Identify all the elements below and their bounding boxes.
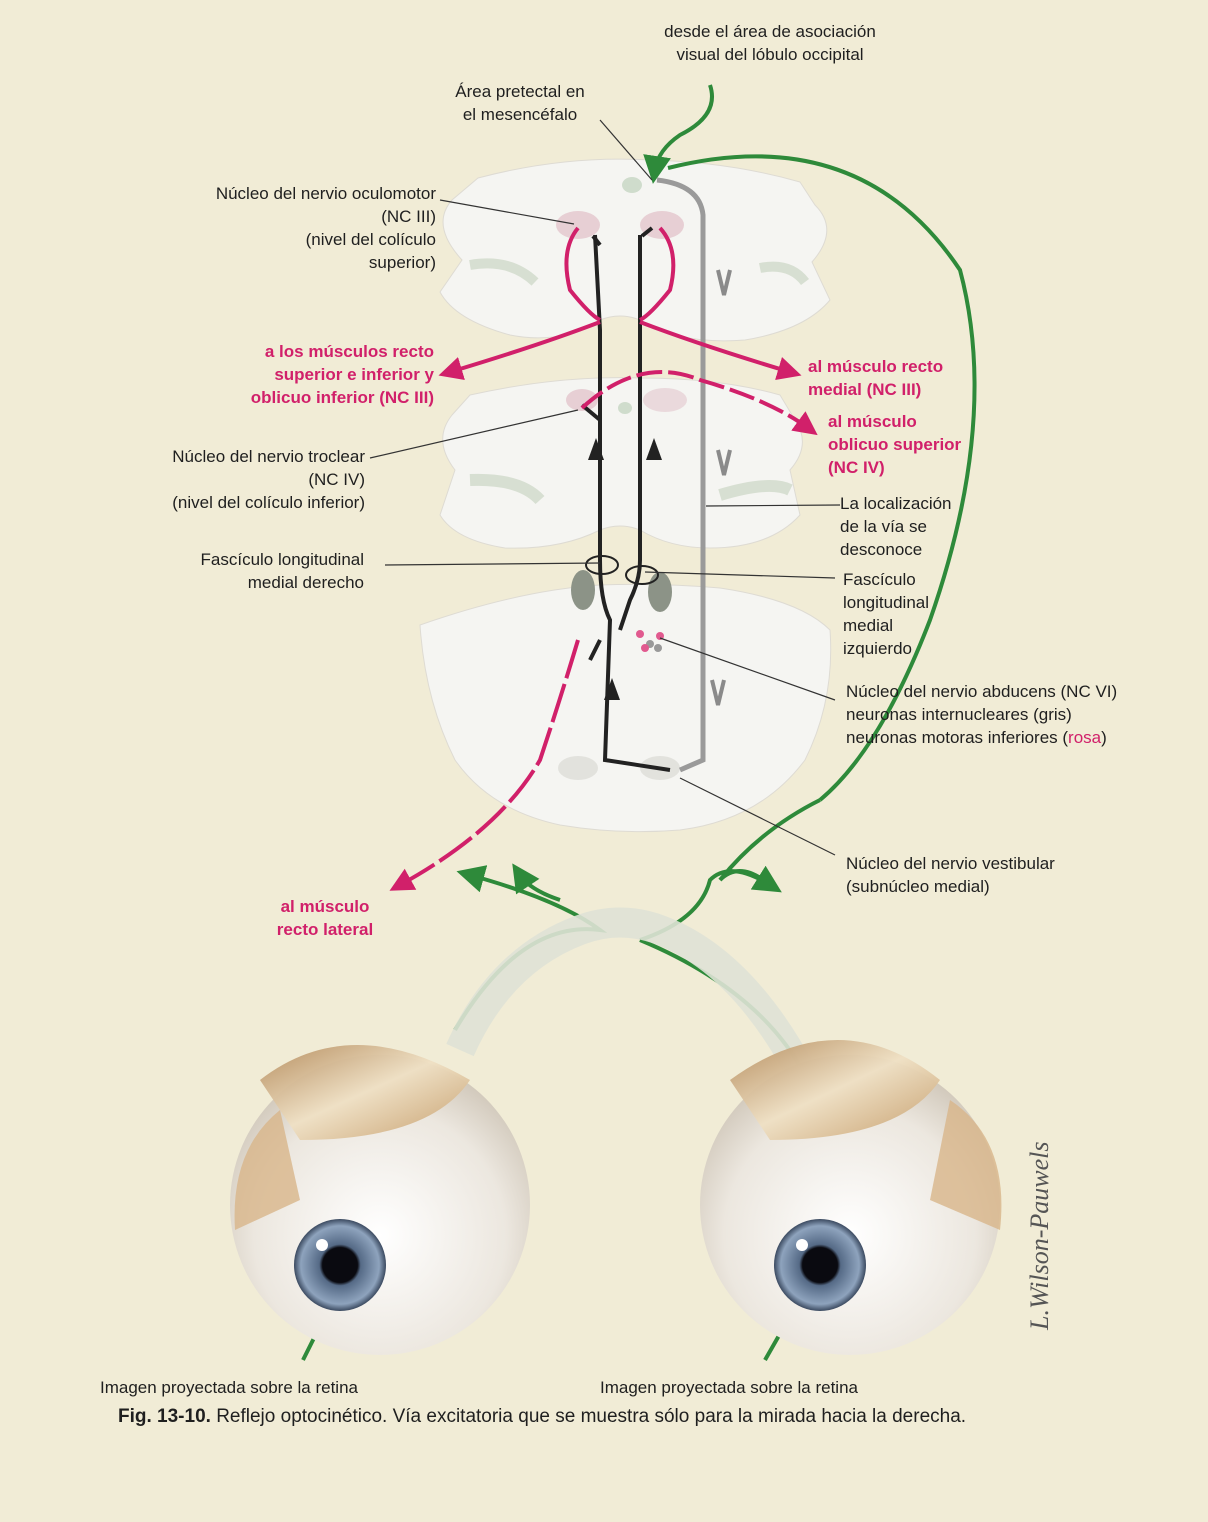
figure-caption: Fig. 13-10. Reflejo optocinético. Vía ex… bbox=[118, 1404, 1188, 1430]
pons-section-inferior bbox=[439, 377, 803, 549]
signature: L.Wilson-Pauwels bbox=[1025, 1141, 1054, 1331]
label-mlf-left: Fascículo longitudinal medial izquierdo bbox=[843, 570, 930, 658]
label-retina-right: Imagen proyectada sobre la retina bbox=[600, 1378, 858, 1397]
oculomotor-nucleus-right bbox=[640, 211, 684, 239]
label-to-superior-inferior: a los músculos recto superior e inferior… bbox=[250, 342, 434, 407]
label-vestibular: Núcleo del nervio vestibular (subnúcleo … bbox=[846, 854, 1055, 896]
left-iris bbox=[294, 1219, 386, 1311]
motor-axons bbox=[389, 226, 818, 891]
label-pretectal: Área pretectal en el mesencéfalo bbox=[455, 82, 585, 124]
label-occipital: desde el área de asociación visual del l… bbox=[664, 22, 876, 64]
right-eyeball bbox=[700, 1040, 1002, 1355]
label-retina-left: Imagen proyectada sobre la retina bbox=[100, 1378, 358, 1397]
caption-fig-number: Fig. 13-10. bbox=[118, 1406, 211, 1427]
label-mlf-right: Fascículo longitudinal medial derecho bbox=[200, 550, 364, 592]
label-lateral-rectus: al músculo recto lateral bbox=[276, 897, 374, 939]
label-oculomotor: Núcleo del nervio oculomotor (NC III) (n… bbox=[215, 184, 436, 272]
label-to-superior-oblique: al músculo oblicuo superior (NC IV) bbox=[828, 412, 962, 477]
oculomotor-nucleus-left bbox=[556, 211, 600, 239]
optic-chiasm bbox=[446, 907, 814, 1078]
caption-text: Reflejo optocinético. Vía excitatoria qu… bbox=[210, 1406, 967, 1427]
left-eyeball bbox=[230, 1045, 530, 1355]
label-abducens: Núcleo del nervio abducens (NC VI) neuro… bbox=[846, 682, 1118, 747]
label-to-medial-rectus: al músculo recto medial (NC III) bbox=[808, 357, 944, 399]
leader-lines bbox=[369, 119, 841, 856]
right-iris bbox=[774, 1219, 866, 1311]
label-unknown-path: La localización de la vía se desconoce bbox=[840, 494, 952, 559]
label-trochlear: Núcleo del nervio troclear (NC IV) (nive… bbox=[172, 447, 365, 512]
pons-section-abducens bbox=[419, 570, 832, 833]
midbrain-section-superior bbox=[439, 158, 831, 342]
pretectal-area bbox=[622, 177, 642, 193]
